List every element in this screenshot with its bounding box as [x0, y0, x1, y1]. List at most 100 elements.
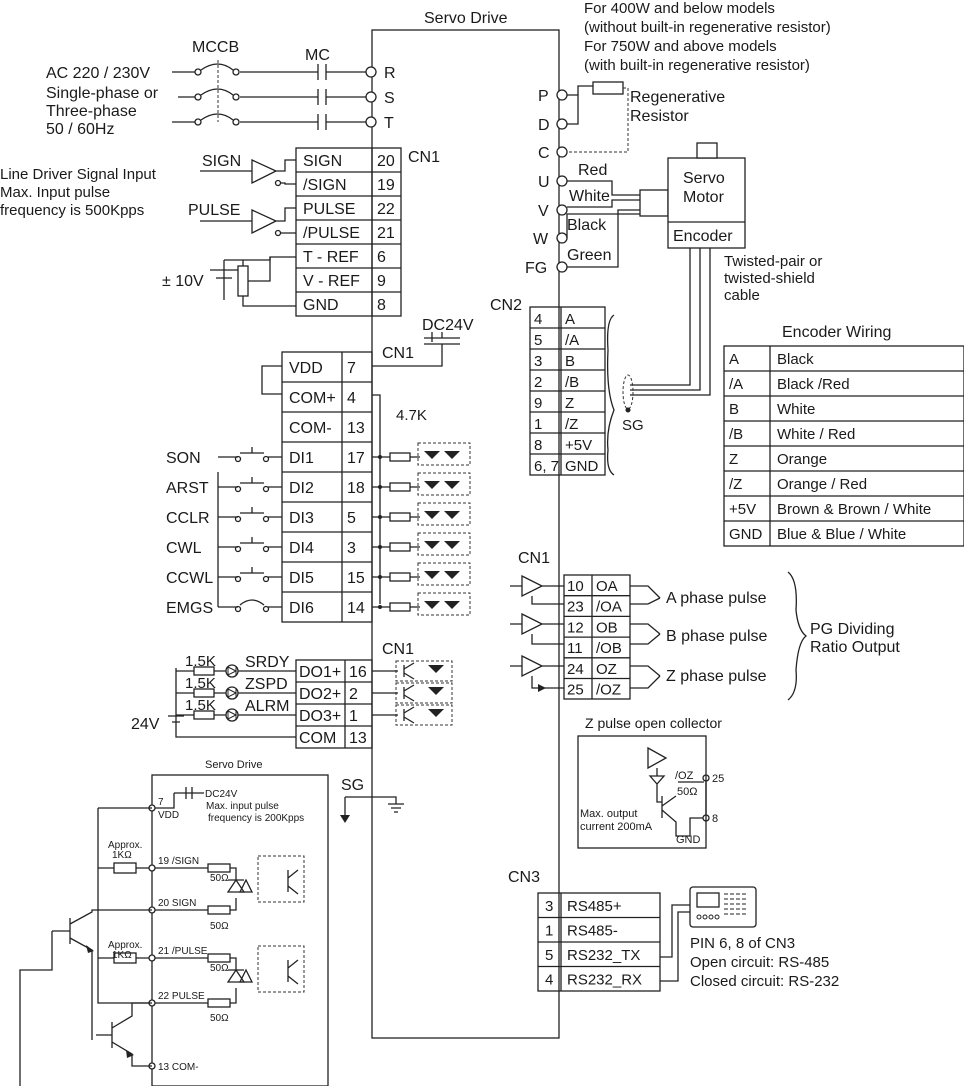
do-row-name: DO1+: [299, 664, 341, 681]
di-row-name: DI1: [289, 450, 314, 467]
di-row-pin: 15: [347, 570, 365, 587]
di-junction: [378, 515, 382, 519]
do-row-pin: 2: [349, 686, 358, 703]
do-opto-diode: [428, 665, 444, 673]
di-junction: [378, 455, 382, 459]
cn1-title: CN1: [408, 149, 440, 166]
wiring-sig: +5V: [729, 501, 756, 518]
di-contact: [234, 605, 242, 613]
terminal-r: R: [384, 65, 396, 82]
z-oc-pin8: 8: [712, 813, 718, 825]
inset-r50-3: 50Ω: [210, 963, 229, 974]
pulse-row-name: T - REF: [303, 249, 359, 266]
di-contact: [234, 515, 242, 523]
z-oc-oz: /OZ: [675, 770, 694, 782]
pulse-input-section: CN1 Line Driver Signal Input Max. Input …: [0, 147, 440, 317]
terminal-c: C: [538, 145, 550, 162]
pg-row-name: OZ: [596, 661, 617, 678]
di-signal-label: CCLR: [166, 510, 210, 527]
wiring-sig: GND: [729, 526, 763, 543]
z-oc-title: Z pulse open collector: [585, 715, 722, 731]
di-resistor: [389, 542, 411, 552]
di-opto-box: [417, 442, 471, 466]
di-row-name: DI6: [289, 600, 314, 617]
do-resistor: [193, 688, 215, 698]
enc-row-name: Z: [565, 395, 574, 412]
pulse-row-name: PULSE: [303, 201, 355, 218]
power-line-1: AC 220 / 230V: [46, 65, 150, 82]
phase-a: A phase pulse: [666, 590, 767, 607]
di-contact: [262, 545, 270, 553]
mccb-label: MCCB: [192, 39, 239, 56]
inset-pulse-n: 21 /PULSE: [158, 946, 208, 957]
regen-note-3: For 750W and above models: [584, 38, 777, 55]
inset-max-2: frequency is 200Kpps: [208, 813, 304, 824]
z-oc-max-1: Max. output: [580, 808, 637, 820]
enc-row-name: A: [565, 311, 575, 328]
di-contact: [262, 605, 270, 613]
wire-green: Green: [567, 247, 611, 264]
cn1-title-4: CN1: [518, 550, 550, 567]
do-resistor: [193, 666, 215, 676]
enc-row-pin: 2: [534, 374, 542, 391]
di-row-name: DI4: [289, 540, 314, 557]
cn3-row-name: RS485-: [567, 923, 618, 940]
di-opto-diodes: [424, 571, 460, 579]
pulse-row-name: /PULSE: [303, 225, 360, 242]
di-contact: [262, 575, 270, 583]
do-resistor-label: 1.5K: [185, 653, 216, 670]
encoder-wiring-title: Encoder Wiring: [782, 324, 891, 341]
pg-row-name: OB: [596, 619, 618, 636]
di-signal-label: SON: [166, 450, 201, 467]
do-row-name: DO2+: [299, 686, 341, 703]
terminal-p: P: [538, 88, 549, 105]
do-transistor: [372, 684, 415, 702]
do-led-symbol: [227, 710, 238, 720]
di-resistor: [389, 602, 411, 612]
di-row-name: COM+: [289, 390, 336, 407]
di-opto-box: [417, 532, 471, 556]
output-voltage: 24V: [131, 716, 160, 733]
cn1-title-2: CN1: [382, 345, 414, 362]
inset-r50-4: 50Ω: [210, 1013, 229, 1024]
do-opto-diode: [428, 709, 444, 717]
wire-red: Red: [578, 162, 607, 179]
enc-row-pin: 4: [534, 311, 542, 328]
pulse-row-pin: 6: [377, 249, 386, 266]
ratio-1: PG Dividing: [810, 621, 894, 638]
do-row-pin: 13: [349, 730, 367, 747]
pulse-row-pin: 19: [377, 177, 395, 194]
enc-row-name: /A: [565, 332, 579, 349]
inset-kohm-1: 1KΩ: [112, 850, 132, 861]
inset-sign: 20 SIGN: [158, 898, 196, 909]
enc-row-name: /B: [565, 374, 579, 391]
pg-row-name: OA: [596, 578, 618, 595]
di-resistor: [389, 572, 411, 582]
di-opto-diodes: [424, 451, 460, 459]
cn3-row-name: RS232_RX: [567, 972, 642, 989]
pg-row-name: /OB: [596, 640, 622, 657]
wire-black: Black: [567, 217, 607, 234]
di-row-pin: 7: [347, 360, 356, 377]
regen-note-2: (without built-in regenerative resistor): [584, 19, 831, 36]
regen-label-2: Resistor: [630, 108, 689, 125]
wiring-sig: /B: [729, 426, 743, 443]
terminal-u: U: [538, 174, 550, 191]
power-line-2: Single-phase or: [46, 85, 159, 102]
di-contact: [234, 485, 242, 493]
cable-note-1: Twisted-pair or: [724, 253, 822, 270]
regen-label-1: Regenerative: [630, 89, 725, 106]
do-transistor: [372, 662, 415, 680]
terminal-v: V: [538, 203, 549, 220]
power-line-4: 50 / 60Hz: [46, 121, 114, 138]
inset-approx-2: Approx.: [108, 940, 142, 951]
di-opto-diodes: [424, 481, 460, 489]
line-driver-1: Line Driver Signal Input: [0, 166, 157, 183]
cn3-row-name: RS485+: [567, 898, 622, 915]
inset-dc24v: DC24V: [205, 789, 238, 800]
pulse-row-name: SIGN: [303, 153, 342, 170]
motor-section: U V W FG Red White Black Green Servo Mot…: [525, 142, 822, 396]
pulse-row-pin: 20: [377, 153, 395, 170]
